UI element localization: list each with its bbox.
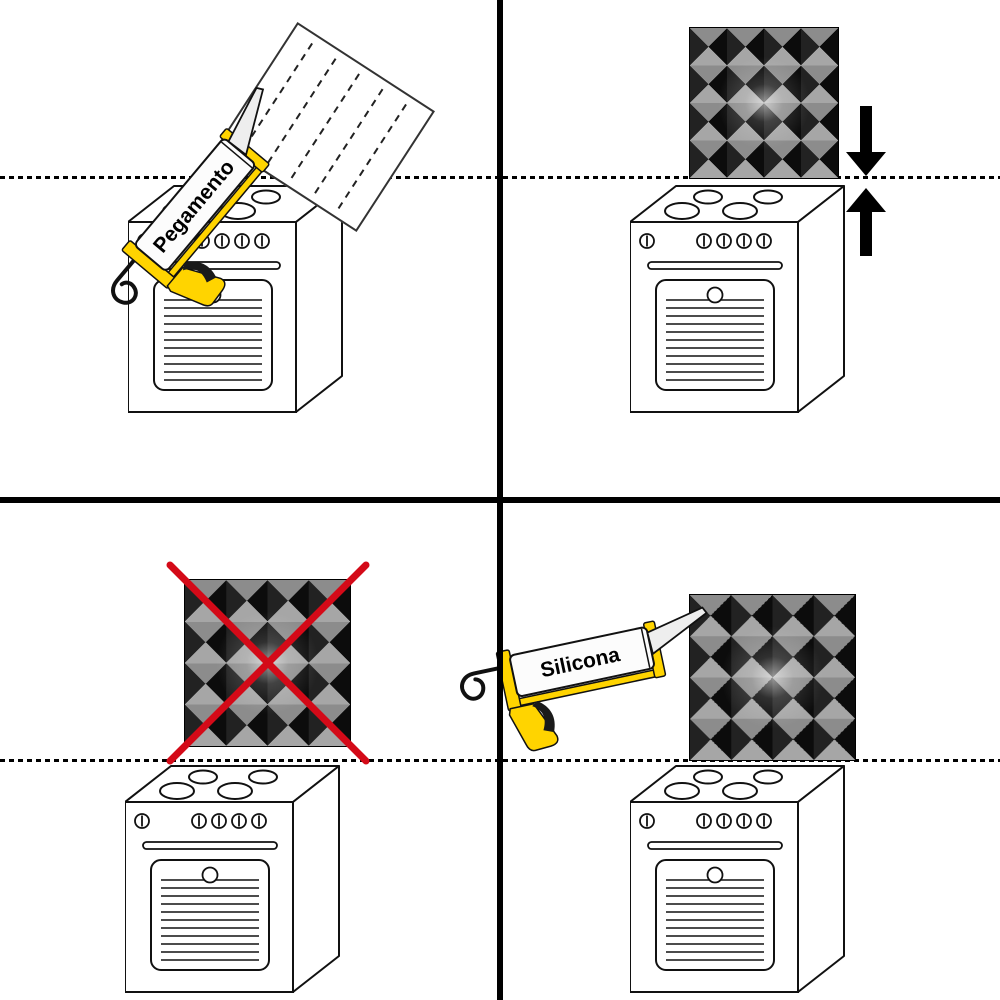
panel-bottom-right: Silicona xyxy=(460,503,1000,1000)
gun-trigger-icon xyxy=(183,261,217,283)
stove-icon xyxy=(125,758,341,994)
caulking-gun-icon: Pegamento xyxy=(74,63,349,355)
gun-nozzle-icon xyxy=(646,606,708,656)
gun-nozzle-icon xyxy=(227,86,265,157)
dashed-wall-line xyxy=(503,759,1000,762)
metal-backsplash-panel xyxy=(689,594,856,761)
gun-rod-hook-icon xyxy=(111,253,140,305)
red-cross-out-icon xyxy=(166,561,370,765)
gun-handle-icon xyxy=(508,702,559,752)
metal-backsplash-panel xyxy=(689,27,839,179)
press-together-arrows-icon xyxy=(846,106,886,256)
gun-trigger-icon xyxy=(532,700,555,733)
stove-icon xyxy=(630,758,846,994)
stove-icon xyxy=(630,178,846,414)
panel-top-left: Pegamento xyxy=(0,0,497,497)
horizontal-divider xyxy=(0,497,1000,503)
dashed-wall-line xyxy=(0,759,497,762)
panel-top-right xyxy=(503,0,1000,497)
panel-bottom-left xyxy=(0,503,497,1000)
gun-rod-hook-icon xyxy=(460,664,508,701)
